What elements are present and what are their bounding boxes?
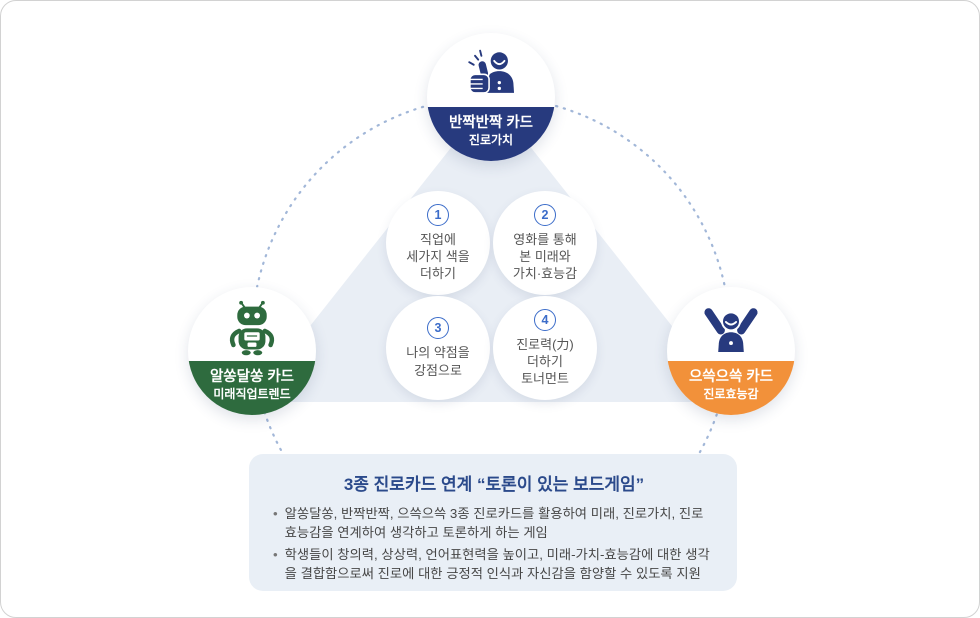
panel-title: 3종 진로카드 연계 “토론이 있는 보드게임” xyxy=(343,475,645,494)
step-text-line: 강점으로 xyxy=(414,362,462,378)
card-node-title: 으쓱으쓱 카드 xyxy=(688,369,774,385)
step-text-line: 본 미래와 xyxy=(519,248,571,264)
card-node-label-band: 으쓱으쓱 카드 진로효능감 xyxy=(667,361,795,415)
step-circle-4: 4 진로력(力) 더하기 토너먼트 xyxy=(493,296,597,400)
card-node-future-jobs: 알쏭달쏭 카드 미래직업트렌드 xyxy=(188,287,316,415)
step-text-line: 진로력(力) xyxy=(516,336,574,352)
triangle-shape xyxy=(250,97,732,402)
step-circle-2: 2 영화를 통해 본 미래와 가치·효능감 xyxy=(493,191,597,295)
panel-bullet-list: • 알쏭달쏭, 반짝반짝, 으쓱으쓱 3종 진로카드를 활용하여 미래, 진로가… xyxy=(273,505,715,584)
step-number-badge: 4 xyxy=(534,308,556,331)
board-game-panel: 3종 진로카드 연계 “토론이 있는 보드게임” • 알쏭달쏭, 반짝반짝, 으… xyxy=(249,454,737,591)
panel-bullet-item: • 학생들이 창의력, 상상력, 언어표현력을 높이고, 미래-가치-효능감에 … xyxy=(273,546,715,584)
bullet-text: 알쏭달쏭, 반짝반짝, 으쓱으쓱 3종 진로카드를 활용하여 미래, 진로가치,… xyxy=(284,506,704,540)
bullet-marker: • xyxy=(273,506,278,521)
bullet-text: 학생들이 창의력, 상상력, 언어표현력을 높이고, 미래-가치-효능감에 대한… xyxy=(284,546,710,581)
card-node-subtitle: 미래직업트렌드 xyxy=(213,387,291,402)
robot-icon xyxy=(188,287,316,361)
step-text-line: 영화를 통해 xyxy=(513,231,577,247)
step-circle-1: 1 직업에 세가지 색을 더하기 xyxy=(386,191,490,295)
cheering-person-icon xyxy=(667,287,795,361)
step-text-line: 더하기 xyxy=(420,266,456,282)
card-node-title: 알쏭달쏭 카드 xyxy=(209,369,295,385)
card-node-subtitle: 진로가치 xyxy=(468,133,514,148)
step-text-line: 나의 약점을 xyxy=(406,345,470,361)
card-node-subtitle: 진로효능감 xyxy=(703,387,759,402)
card-node-self-efficacy: 으쓱으쓱 카드 진로효능감 xyxy=(667,287,795,415)
step-number-badge: 1 xyxy=(427,203,449,226)
card-node-label-band: 반짝반짝 카드 진로가치 xyxy=(427,107,555,161)
card-node-title: 반짝반짝 카드 xyxy=(448,115,534,131)
card-node-sparkle: 반짝반짝 카드 진로가치 xyxy=(427,33,555,161)
step-number-badge: 2 xyxy=(534,203,556,226)
card-node-label-band: 알쏭달쏭 카드 미래직업트렌드 xyxy=(188,361,316,415)
step-text-line: 세가지 색을 xyxy=(406,248,470,264)
step-number-badge: 3 xyxy=(427,317,449,340)
step-text-line: 토너먼트 xyxy=(521,371,569,387)
step-text-line: 더하기 xyxy=(527,353,563,369)
step-circle-3: 3 나의 약점을 강점으로 xyxy=(386,296,490,400)
bullet-marker: • xyxy=(273,546,278,562)
step-text-line: 직업에 xyxy=(420,231,456,247)
step-text-line: 가치·효능감 xyxy=(512,266,578,282)
panel-bullet-item: • 알쏭달쏭, 반짝반짝, 으쓱으쓱 3종 진로카드를 활용하여 미래, 진로가… xyxy=(273,505,715,543)
thumbs-up-person-icon xyxy=(427,33,555,107)
